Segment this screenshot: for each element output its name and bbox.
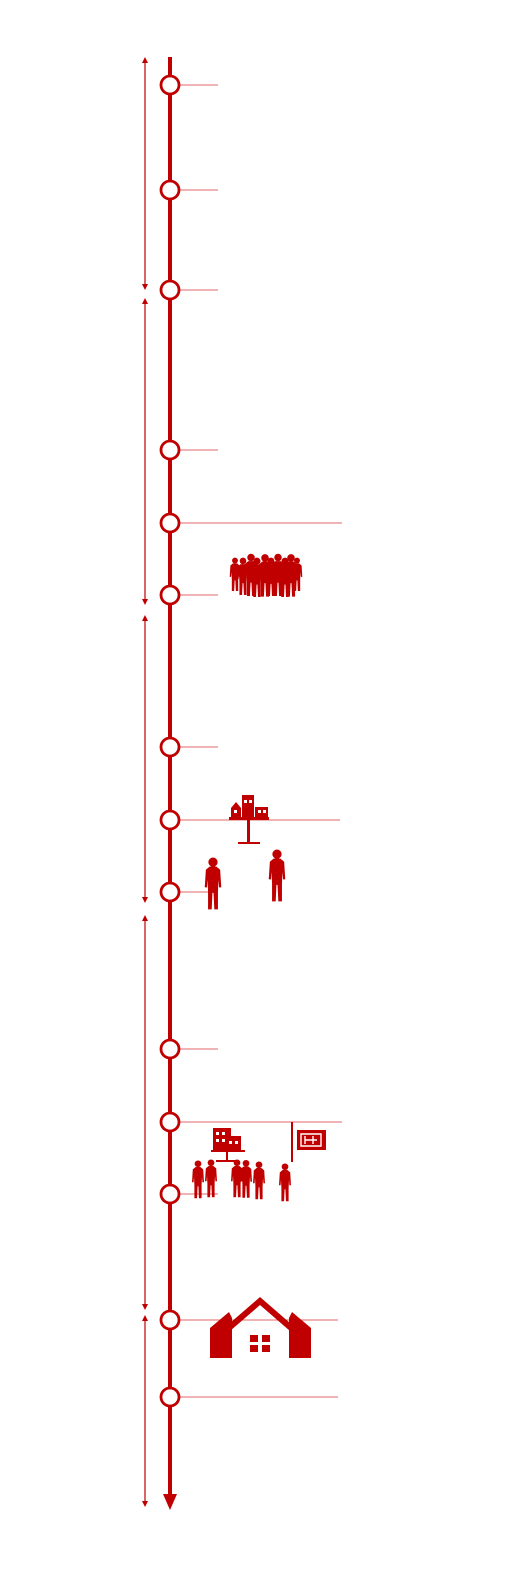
house-icon <box>210 1297 311 1358</box>
milestone-node <box>159 1038 181 1060</box>
milestone-connectors <box>180 84 342 1398</box>
phase-range-arrow <box>142 615 148 903</box>
phase-ranges <box>142 57 148 1507</box>
milestone-node <box>159 1309 181 1331</box>
phase-range-arrow <box>142 915 148 1310</box>
milestone-node <box>159 1386 181 1408</box>
milestone-node <box>159 512 181 534</box>
milestone-nodes <box>159 74 181 1408</box>
milestone-node <box>159 179 181 201</box>
milestone-node <box>159 736 181 758</box>
milestone-node <box>159 279 181 301</box>
milestone-node <box>159 74 181 96</box>
crowd-of-people-icon <box>229 553 303 597</box>
phase-range-arrow <box>142 57 148 290</box>
timeline-arrow-head <box>163 1494 177 1510</box>
milestone-node <box>159 1111 181 1133</box>
milestone-node <box>159 584 181 606</box>
milestone-node <box>159 881 181 903</box>
milestone-node <box>159 439 181 461</box>
phase-range-arrow <box>142 298 148 605</box>
milestone-node <box>159 809 181 831</box>
planning-team-icon <box>192 1122 326 1202</box>
milestone-node <box>159 1183 181 1205</box>
business-meeting-icon <box>204 795 286 910</box>
phase-range-arrow <box>142 1315 148 1507</box>
